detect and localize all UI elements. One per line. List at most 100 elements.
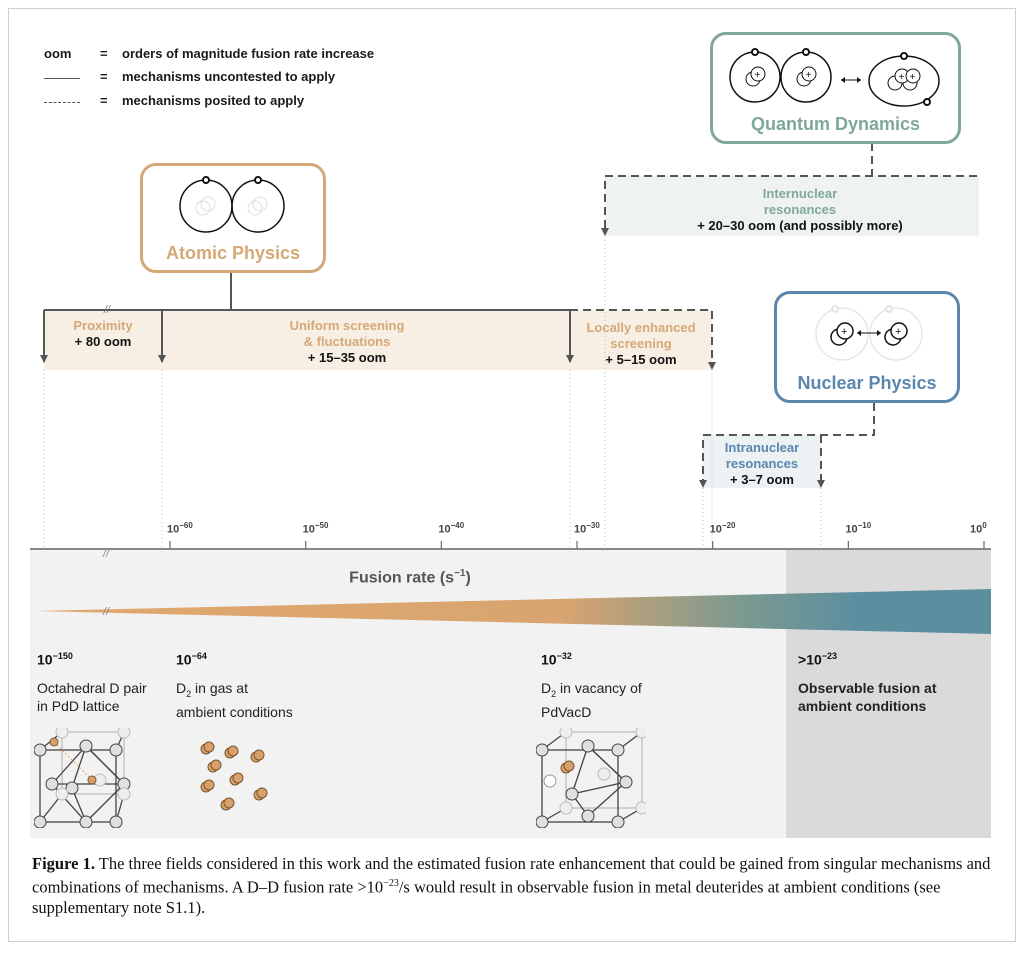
- pdvacd-lattice-icon: [536, 728, 646, 828]
- value-exponent: −150: [52, 651, 73, 661]
- desc-line2: in PdD lattice: [37, 698, 120, 714]
- caption-text: The three fields considered in this work…: [32, 854, 991, 897]
- value-exponent: −32: [556, 651, 572, 661]
- solid-line-symbol: [44, 78, 80, 79]
- category-value-gas: 10−64: [176, 651, 207, 668]
- mechanism-internuclear-resonances: Internuclear resonances + 20–30 oom (and…: [605, 186, 995, 234]
- value-exponent: −23: [821, 651, 838, 661]
- mechanism-name: Proximity: [73, 318, 133, 333]
- atomic-physics-box: Atomic Physics: [140, 163, 326, 273]
- desc-subscript: 2: [186, 688, 192, 699]
- legend-equals: =: [100, 69, 108, 84]
- value-exponent: −64: [191, 651, 207, 661]
- quantum-dynamics-box: + + ++ Quantum Dynamics: [710, 32, 961, 144]
- legend-text: orders of magnitude fusion rate increase: [122, 46, 375, 61]
- figure-caption: Figure 1. The three fields considered in…: [32, 854, 992, 918]
- nuclear-physics-title: Nuclear Physics: [797, 373, 937, 393]
- tick-base: 10: [970, 523, 983, 536]
- figure-frame: [8, 8, 1016, 942]
- internuclear-arrowhead: [601, 228, 609, 236]
- tick-base: 10: [438, 523, 451, 536]
- tick-exponent: −10: [857, 521, 872, 530]
- internuclear-dashed-line: [604, 175, 979, 228]
- value-base: 10: [37, 651, 53, 668]
- mechanism-name-line1: Intranuclear: [724, 440, 800, 455]
- svg-text:+: +: [895, 326, 901, 338]
- caption-label: Figure 1.: [32, 854, 95, 873]
- pdd-lattice-icon: [34, 728, 131, 828]
- desc-line2: ambient conditions: [176, 703, 293, 720]
- mechanism-proximity: Proximity + 80 oom: [44, 318, 162, 350]
- mechanism-local-screening: Locally enhanced screening + 5–15 oom: [570, 320, 712, 368]
- caption-text-end: /s would result in observable fusion in …: [32, 877, 941, 917]
- tick-marks: [169, 541, 985, 549]
- tick-label: 10−20: [710, 521, 736, 536]
- desc-line2: ambient conditions: [798, 698, 927, 714]
- desc-subscript: 2: [551, 688, 557, 699]
- proximity-band: [44, 310, 162, 370]
- fusion-rate-wedge: [36, 589, 991, 634]
- quantum-dynamics-title: Quantum Dynamics: [750, 114, 921, 134]
- mechanism-name-line2: resonances: [725, 456, 799, 471]
- axis-break-mark: //: [102, 548, 110, 560]
- mechanism-oom: + 20–30 oom (and possibly more): [697, 218, 903, 233]
- desc-d: D: [176, 680, 187, 696]
- tick-label: 10−10: [845, 521, 871, 536]
- guide-lines: [43, 236, 822, 549]
- svg-text:+: +: [806, 70, 812, 81]
- tick-base: 10: [574, 523, 587, 536]
- value-prefix: >: [798, 651, 807, 668]
- local-screening-band: [570, 310, 712, 370]
- tick-exponent: −60: [179, 521, 193, 530]
- caption-exponent: −23: [383, 878, 399, 889]
- d2-gas-molecules-icon: [200, 741, 268, 811]
- local-screening-dashed-line: [570, 309, 713, 362]
- mechanism-name-line1: Uniform screening: [289, 318, 405, 333]
- nuclear-physics-box: + + Nuclear Physics: [774, 291, 960, 403]
- mechanism-intranuclear-resonances: Intranuclear resonances + 3–7 oom: [703, 440, 821, 488]
- local-arrowhead: [708, 362, 716, 370]
- legend-text: mechanisms posited to apply: [122, 93, 305, 108]
- value-base: 10: [806, 651, 822, 668]
- mechanism-name-line2: resonances: [763, 202, 837, 217]
- quantum-diagram-icon: + + ++: [729, 48, 940, 107]
- nuclear-diagram-icon: + +: [815, 305, 923, 361]
- desc-line1: in gas at: [191, 680, 248, 696]
- svg-text:+: +: [755, 70, 761, 81]
- tick-base: 10: [167, 523, 180, 536]
- desc-line1: Octahedral D pair: [37, 680, 147, 696]
- svg-text:+: +: [899, 72, 905, 83]
- value-base: 10: [541, 651, 557, 668]
- mechanism-uniform-screening: Uniform screening & fluctuations + 15–35…: [162, 318, 532, 366]
- desc-line1: in vacancy of: [556, 680, 642, 696]
- category-value-pdd: 10−150: [37, 651, 73, 668]
- mechanism-name-line1: Internuclear: [762, 186, 838, 201]
- axis-title-end: ): [465, 569, 471, 587]
- nuclear-connector: [702, 403, 875, 480]
- tick-exponent: 0: [982, 521, 987, 530]
- tick-label: 10−50: [303, 521, 329, 536]
- mechanism-name-line2: screening: [610, 336, 672, 351]
- tick-exponent: −20: [721, 521, 736, 530]
- uniform-screening-band: [162, 310, 570, 370]
- intranuclear-band: [703, 435, 821, 488]
- tick-exponent: −40: [450, 521, 465, 530]
- legend-text: mechanisms uncontested to apply: [122, 69, 336, 84]
- atomic-diagram-icon: [179, 176, 285, 233]
- tick-exponent: −30: [586, 521, 600, 530]
- tick-label: 10−30: [574, 521, 600, 536]
- intranuclear-right-arrowhead: [817, 480, 825, 488]
- legend-equals: =: [100, 46, 108, 61]
- wedge-break-mark: //: [102, 606, 110, 618]
- mechanism-name-line2: & fluctuations: [303, 334, 391, 349]
- break-mark: //: [103, 304, 111, 316]
- mechanism-oom: + 5–15 oom: [605, 352, 677, 367]
- desc-line1: Observable fusion at: [798, 680, 937, 696]
- tick-label: 10−60: [167, 521, 193, 536]
- tick-base: 10: [845, 523, 858, 536]
- tick-exponent: −50: [314, 521, 329, 530]
- legend-equals: =: [100, 93, 108, 108]
